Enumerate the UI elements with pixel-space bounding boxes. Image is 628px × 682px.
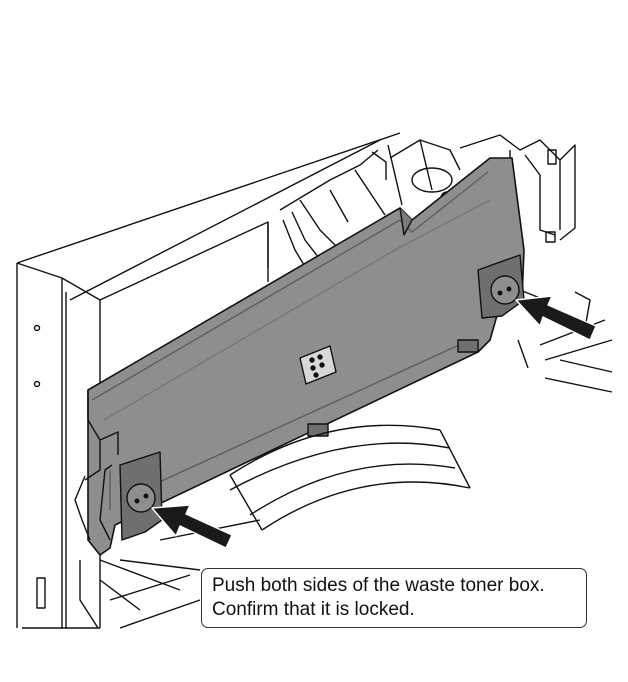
waste-toner-box (74, 157, 525, 556)
instruction-line-1: Push both sides of the waste toner box. (212, 575, 545, 596)
instruction-callout: Push both sides of the waste toner box. … (201, 568, 587, 628)
instruction-line-2: Confirm that it is locked. (212, 599, 415, 620)
curved-tray (79, 424, 471, 629)
push-arrow-icon (515, 295, 597, 341)
push-arrow-icon (151, 504, 233, 549)
right-rails (517, 291, 613, 393)
toner-dots-icon (299, 345, 337, 385)
floor-lines (99, 559, 201, 629)
